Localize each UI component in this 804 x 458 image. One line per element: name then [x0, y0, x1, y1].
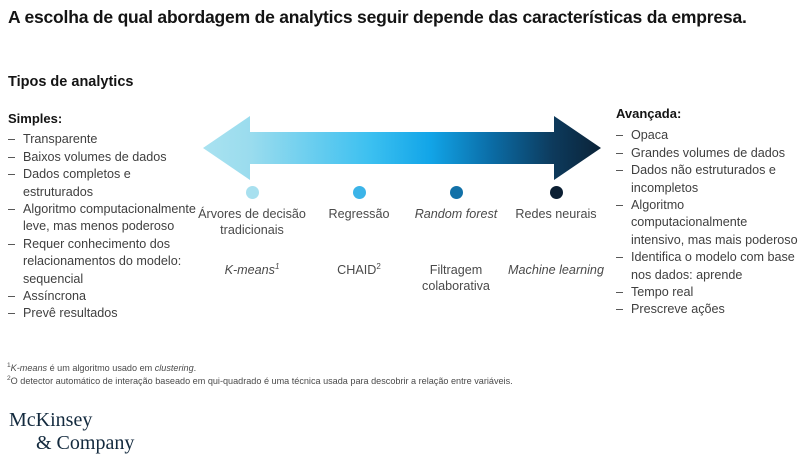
simple-bullet-item-text: Dados completos e estruturados — [23, 167, 131, 199]
dash-icon: – — [8, 167, 16, 182]
footnote-text: K-means — [10, 363, 48, 373]
page-title: A escolha de qual abordagem de analytics… — [8, 7, 747, 27]
footnote-marker: 1 — [7, 361, 11, 369]
advanced-bullet-item-text: Dados não estruturados e incompletos — [631, 163, 776, 195]
dash-icon: – — [8, 236, 16, 251]
logo-line-1: McKinsey — [9, 409, 93, 431]
simple-bullet-item: –Requer conhecimento dos relacionamentos… — [8, 236, 203, 288]
advanced-bullet-item: –Tempo real — [616, 284, 802, 301]
scale-dot-icon — [449, 186, 463, 199]
simple-analytics-column: Simples: –Transparente–Baixos volumes de… — [8, 110, 203, 323]
simple-bullet-item-text: Requer conhecimento dos relacionamentos … — [23, 236, 182, 286]
advanced-bullet-item-text: Identifica o modelo com base nos dados: … — [631, 250, 795, 282]
simple-bullet-item: –Dados completos e estruturados — [8, 166, 203, 201]
advanced-bullet-item-text: Grandes volumes de dados — [631, 145, 786, 160]
advanced-bullet-item-text: Prescreve ações — [631, 302, 725, 317]
advanced-bullet-item: –Identifica o modelo com base nos dados:… — [616, 249, 802, 284]
simple-bullet-item: –Assíncrona — [8, 288, 203, 305]
advanced-bullet-item: –Dados não estruturados e incompletos — [616, 162, 802, 197]
scale-secondary-label: CHAID2 — [337, 261, 381, 277]
simple-bullet-item: –Transparente — [8, 131, 203, 148]
advanced-bullet-item: –Prescreve ações — [616, 301, 802, 318]
dash-icon: – — [8, 202, 16, 217]
dash-icon: – — [616, 145, 624, 160]
advanced-bullet-item: –Opaca — [616, 127, 802, 144]
advanced-bullet-item: –Grandes volumes de dados — [616, 145, 802, 162]
double-headed-gradient-arrow — [203, 113, 601, 183]
simple-bullet-item: –Baixos volumes de dados — [8, 149, 203, 166]
footnote-marker: 2 — [7, 374, 11, 382]
simple-column-title: Simples: — [8, 111, 63, 126]
footnote-marker: 1 — [274, 261, 280, 271]
scale-secondary-label: K-means1 — [224, 261, 280, 277]
simple-bullet-item-text: Baixos volumes de dados — [23, 149, 167, 164]
simple-bullet-item-text: Assíncrona — [23, 289, 86, 304]
footnote: 2O detector automático de interação base… — [7, 375, 707, 388]
scale-primary-label: Random forest — [414, 207, 498, 221]
logo-line-2: & Company — [36, 432, 135, 454]
advanced-analytics-column: Avançada: –Opaca–Grandes volumes de dado… — [616, 105, 802, 319]
scale-secondary-label: Machine learning — [508, 263, 604, 277]
dash-icon: – — [616, 198, 624, 213]
dash-icon: – — [616, 128, 624, 143]
dash-icon: – — [616, 250, 624, 265]
footnote-text: clustering — [154, 363, 194, 373]
scale-item: Regressão — [305, 186, 413, 222]
scale-dot-icon — [352, 186, 366, 199]
simple-bullet-item-text: Algoritmo computacionalmente leve, mas m… — [23, 202, 196, 234]
advanced-bullet-item-text: Tempo real — [631, 285, 694, 300]
advanced-bullet-item: –Algoritmo computacionalmente intensivo,… — [616, 197, 802, 249]
mckinsey-logo: McKinsey & Company — [9, 409, 134, 455]
simple-bullet-item-text: Transparente — [23, 132, 98, 147]
footnote-marker: 2 — [376, 261, 381, 271]
scale-item: Árvores de decisão tradicionais — [198, 186, 306, 238]
advanced-bullet-list: –Opaca–Grandes volumes de dados–Dados nã… — [616, 127, 802, 318]
advanced-column-title: Avançada: — [616, 106, 682, 121]
footnote: 1K-means é um algoritmo usado em cluster… — [7, 361, 197, 373]
scale-item: Random forest — [402, 186, 510, 222]
dash-icon: – — [8, 306, 16, 321]
simple-bullet-item: –Algoritmo computacionalmente leve, mas … — [8, 201, 203, 236]
scale-primary-label: Redes neurais — [515, 207, 597, 221]
dash-icon: – — [8, 149, 16, 164]
scale-item: Redes neurais — [502, 186, 610, 222]
scale-primary-label: Regressão — [328, 207, 390, 221]
dash-icon: – — [8, 289, 16, 304]
section-heading: Tipos de analytics — [8, 74, 134, 90]
arrow-shape — [203, 116, 601, 180]
advanced-bullet-item-text: Algoritmo computacionalmente intensivo, … — [631, 198, 798, 247]
simple-bullet-list: –Transparente–Baixos volumes de dados–Da… — [8, 131, 203, 322]
simple-bullet-item-text: Prevê resultados — [23, 306, 118, 321]
simple-bullet-item: –Prevê resultados — [8, 305, 203, 322]
dash-icon: – — [616, 285, 624, 300]
footnotes: 1K-means é um algoritmo usado em cluster… — [7, 362, 707, 387]
scale-secondary-label: Filtragem colaborativa — [422, 263, 490, 293]
scale-primary-label: Árvores de decisão tradicionais — [198, 207, 306, 237]
scale-dot-icon — [245, 186, 259, 199]
dash-icon: – — [616, 163, 624, 178]
scale-dot-icon — [549, 186, 563, 199]
dash-icon: – — [8, 132, 16, 147]
advanced-bullet-item-text: Opaca — [631, 128, 669, 143]
footnote-text: O detector automático de interação basea… — [10, 375, 513, 386]
dash-icon: – — [616, 302, 624, 317]
